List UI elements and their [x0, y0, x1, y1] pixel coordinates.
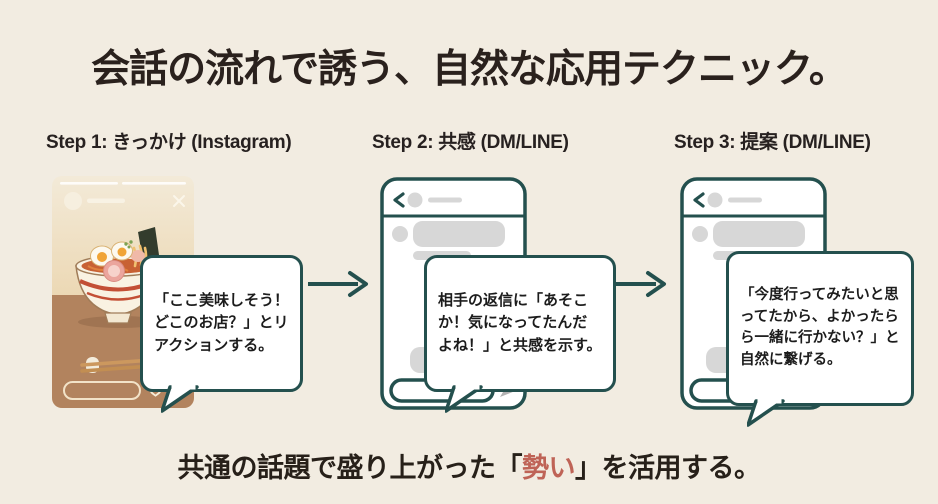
- step-1-label: Step 1: きっかけ (Instagram): [46, 132, 292, 153]
- scallion: [129, 240, 133, 244]
- step-3-callout-bubble: 「今度行ってみたいと思 ってたから、よかったら ら一緒に行かない？」と 自然に繋…: [726, 251, 914, 427]
- step-1-callout-text: 「ここ美味しそう！ どこのお店？」とリ アクションする。: [154, 291, 290, 354]
- avatar: [407, 192, 423, 208]
- back-icon: [393, 192, 405, 208]
- back-icon: [693, 192, 705, 208]
- egg-yolk: [117, 247, 127, 257]
- incoming-message-placeholder: [413, 221, 505, 247]
- step-3-callout-text: 「今度行ってみたいと思 ってたから、よかったら ら一緒に行かない？」と 自然に繋…: [740, 286, 900, 368]
- avatar: [64, 192, 82, 210]
- chashu-center: [108, 265, 120, 277]
- reply-input: [63, 381, 141, 400]
- bubble-tail: [161, 384, 199, 413]
- step-3-label: Step 3: 提案 (DM/LINE): [674, 132, 871, 153]
- scallion: [127, 245, 131, 249]
- page-title: 会話の流れで誘う、自然な応用テクニック。: [91, 48, 848, 91]
- story-progress-bar: [60, 182, 118, 185]
- step-2-callout-text: 相手の返信に「あそこ か！気になってたんだ よね！」と共感を示す。: [438, 291, 602, 354]
- username-placeholder: [87, 198, 125, 203]
- footer-caption-accent: 勢い: [522, 453, 576, 483]
- chashu-back: [131, 250, 145, 262]
- footer-caption-suffix: 」を活用する。: [575, 453, 761, 483]
- footer-caption: 共通の話題で盛り上がった「勢い」を活用する。: [0, 446, 938, 485]
- avatar: [392, 226, 408, 242]
- avatar: [707, 192, 723, 208]
- step-2-callout-bubble: 相手の返信に「あそこ か！気になってたんだ よね！」と共感を示す。: [424, 255, 616, 413]
- arrow-right-icon: [306, 269, 372, 304]
- bubble-tail: [445, 384, 483, 413]
- scallion: [124, 242, 128, 246]
- contact-name-placeholder: [428, 197, 462, 203]
- step-1-callout-bubble: 「ここ美味しそう！ どこのお店？」とリ アクションする。: [140, 255, 304, 413]
- avatar: [692, 226, 708, 242]
- step-2-label: Step 2: 共感 (DM/LINE): [372, 132, 569, 153]
- bowl-foot: [104, 312, 132, 324]
- close-icon: [173, 195, 185, 207]
- story-progress-bar: [122, 182, 186, 185]
- incoming-message-placeholder: [713, 221, 805, 247]
- bubble-tail: [747, 398, 785, 427]
- contact-name-placeholder: [728, 197, 762, 203]
- footer-caption-prefix: 共通の話題で盛り上がった「: [177, 453, 523, 483]
- egg-yolk: [97, 252, 107, 262]
